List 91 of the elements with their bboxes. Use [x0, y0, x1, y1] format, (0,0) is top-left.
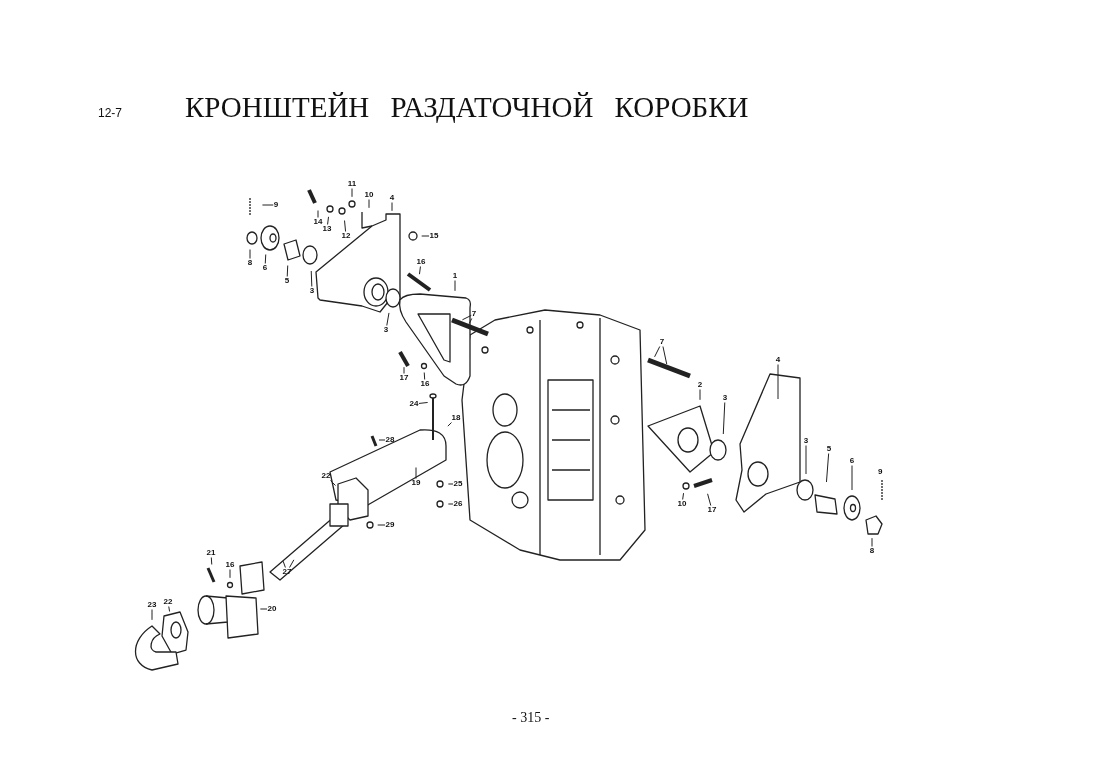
leader-line	[259, 608, 268, 610]
callout-number: 20	[267, 605, 277, 613]
leader-line	[210, 557, 213, 565]
callout-number: 6	[849, 457, 855, 465]
leader-line	[391, 202, 393, 212]
callout-number: 18	[451, 414, 461, 422]
callout-number: 10	[677, 500, 687, 508]
leader-line	[403, 366, 405, 374]
leader-line	[344, 220, 347, 232]
callout-number: 21	[206, 549, 216, 557]
callout-number: 8	[247, 259, 253, 267]
leader-line	[654, 346, 661, 358]
callout-number: 3	[383, 326, 389, 334]
leader-line	[777, 364, 779, 400]
leader-line	[151, 609, 153, 621]
leader-line	[289, 559, 295, 568]
leader-line	[454, 280, 456, 292]
leader-line	[286, 265, 289, 277]
callout-number: 12	[341, 232, 351, 240]
callout-number: 16	[420, 380, 430, 388]
page-title: КРОНШТЕЙН РАЗДАТОЧНОЙ КОРОБКИ	[185, 92, 749, 124]
callout-number: 15	[429, 232, 439, 240]
leader-line	[423, 372, 426, 380]
callout-number: 1	[452, 272, 458, 280]
callout-number: 27	[282, 568, 292, 576]
leader-line	[699, 389, 701, 401]
callout-number: 19	[411, 479, 421, 487]
leader-line	[168, 606, 171, 612]
leader-line	[377, 524, 386, 526]
leader-line	[682, 492, 685, 500]
callout-number: 3	[309, 287, 315, 295]
callout-number: 17	[399, 374, 409, 382]
callout-number: 25	[453, 480, 463, 488]
leader-line	[447, 483, 454, 485]
leader-line	[447, 503, 454, 505]
leader-line	[327, 216, 329, 225]
callout-number: 22	[163, 598, 173, 606]
callout-number: 3	[722, 394, 728, 402]
leader-line	[229, 569, 231, 579]
callout-number: 13	[322, 225, 332, 233]
callout-number: 4	[389, 194, 395, 202]
callout-number: 8	[869, 547, 875, 555]
callout-number: 22	[321, 472, 331, 480]
leader-line	[386, 312, 390, 326]
leader-line	[722, 402, 726, 435]
leader-line	[282, 560, 286, 568]
callout-number: 10	[364, 191, 374, 199]
callout-number: 2	[697, 381, 703, 389]
leader-line	[378, 439, 386, 441]
callout-number: 7	[659, 338, 665, 346]
leader-line	[468, 318, 473, 324]
callout-number: 5	[284, 277, 290, 285]
callout-number: 6	[262, 264, 268, 272]
callout-number: 29	[385, 521, 395, 529]
leader-line	[261, 204, 274, 206]
leader-line	[249, 249, 251, 259]
callout-number: 9	[878, 467, 883, 476]
callout-number: 5	[826, 445, 832, 453]
callout-number: 9	[273, 201, 279, 209]
callout-number: 26	[453, 500, 463, 508]
page-number: - 315 -	[512, 710, 550, 726]
leader-line	[317, 210, 319, 218]
callout-number: 24	[409, 400, 419, 408]
section-number: 12-7	[98, 106, 123, 120]
callout-number: 3	[803, 437, 809, 445]
leader-line	[447, 422, 452, 427]
leader-line	[421, 235, 430, 237]
leader-line	[461, 314, 472, 321]
callout-number: 17	[707, 506, 717, 514]
leader-line	[419, 266, 421, 275]
callout-number: 16	[225, 561, 235, 569]
leader-line	[368, 199, 370, 209]
leader-line	[871, 537, 873, 547]
leader-line	[825, 453, 830, 483]
leader-line	[415, 467, 417, 479]
leader-line	[264, 254, 267, 264]
leader-line	[418, 402, 429, 404]
callout-number: 23	[147, 601, 157, 609]
callout-number: 11	[347, 180, 357, 188]
callout-number: 4	[775, 356, 781, 364]
leader-line	[351, 188, 353, 198]
leader-line	[851, 465, 853, 491]
callout-number: 14	[313, 218, 323, 226]
callout-number: 7	[471, 310, 477, 318]
leader-line	[805, 445, 807, 475]
leader-line	[662, 346, 668, 365]
leader-line	[310, 270, 313, 287]
leader-line	[707, 493, 712, 506]
callout-number: 16	[416, 258, 426, 266]
callout-number: 28	[385, 436, 395, 444]
leader-line	[330, 480, 336, 486]
